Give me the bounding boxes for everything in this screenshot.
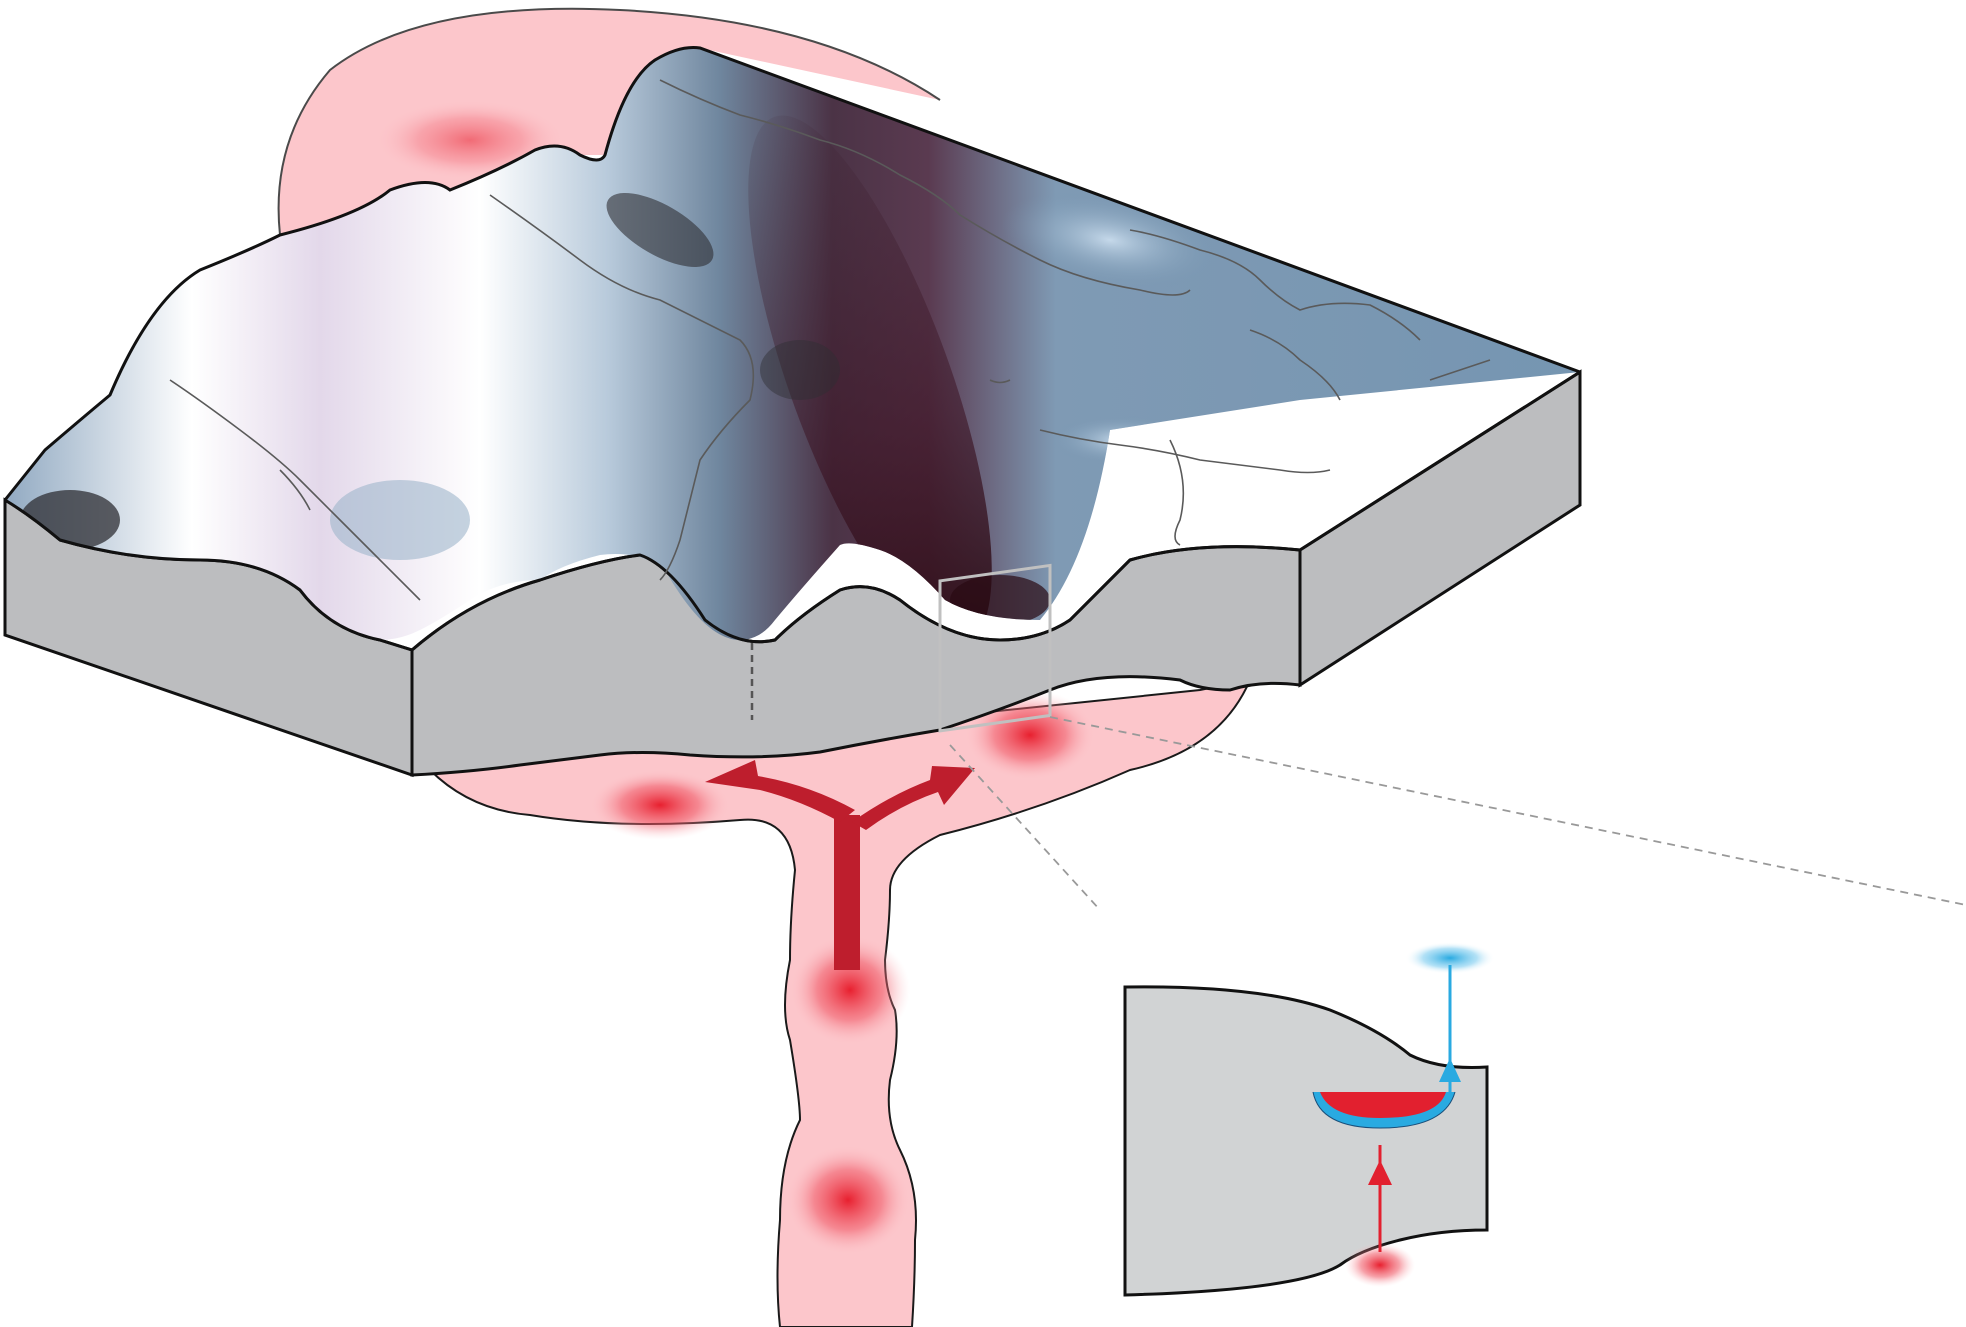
branching-arrow-icon <box>705 760 975 970</box>
coastlines <box>169 79 1491 601</box>
zoom-indicator <box>750 563 1966 911</box>
up-arrow-icon <box>1368 1160 1392 1185</box>
up-arrow-icon <box>1439 1058 1461 1082</box>
plume-conduit <box>427 678 1252 1327</box>
inset-detail <box>1123 942 1495 1297</box>
